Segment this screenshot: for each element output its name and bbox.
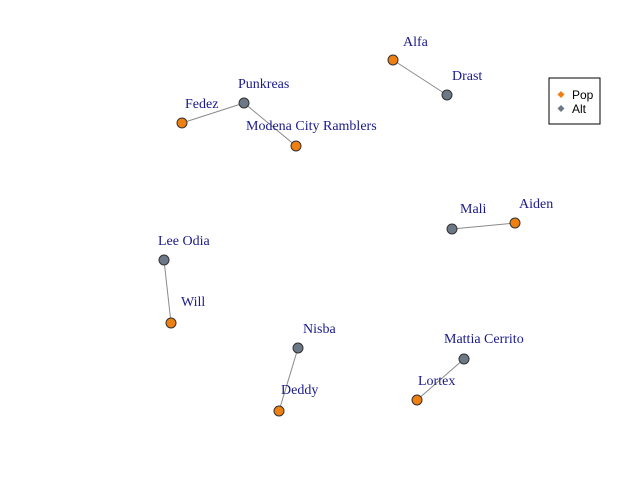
- node-nisba: [292, 342, 304, 354]
- edge-alfa-drast: [392, 59, 448, 96]
- node-lortex: [411, 394, 423, 406]
- legend: Pop Alt: [548, 77, 601, 125]
- node-fedez: [176, 117, 188, 129]
- node-label-deddy: Deddy: [281, 383, 318, 398]
- nodes-layer: [158, 54, 521, 417]
- node-label-aiden: Aiden: [519, 197, 553, 212]
- node-label-fedez: Fedez: [185, 97, 218, 112]
- legend-item-alt: Alt: [557, 102, 587, 116]
- node-label-punkreas: Punkreas: [238, 77, 289, 92]
- legend-item-pop: Pop: [557, 88, 594, 102]
- node-mattia: [458, 353, 470, 365]
- node-label-mattia: Mattia Cerrito: [444, 332, 524, 347]
- edges-layer: [163, 59, 516, 412]
- edge-mali-aiden: [451, 222, 516, 230]
- node-punkreas: [238, 97, 250, 109]
- node-label-nisba: Nisba: [303, 322, 336, 337]
- node-label-alfa: Alfa: [403, 35, 429, 50]
- legend-marker-alt: [557, 105, 565, 112]
- legend-box: [548, 77, 601, 125]
- edge-fedez-punkreas: [181, 102, 245, 124]
- node-label-mali: Mali: [460, 202, 487, 217]
- node-label-leeodia: Lee Odia: [158, 234, 210, 249]
- node-will: [165, 317, 177, 329]
- node-mali: [446, 223, 458, 235]
- node-drast: [441, 89, 453, 101]
- node-aiden: [509, 217, 521, 229]
- edge-nisba-deddy: [278, 347, 299, 412]
- node-label-lortex: Lortex: [418, 374, 455, 389]
- legend-label-alt: Alt: [572, 102, 587, 116]
- edge-leeodia-will: [163, 259, 172, 324]
- edge-punkreas-modena: [243, 102, 297, 147]
- node-label-will: Will: [181, 295, 205, 310]
- edge-mattia-lortex: [416, 358, 465, 401]
- node-modena: [290, 140, 302, 152]
- legend-label-pop: Pop: [572, 88, 594, 102]
- node-label-drast: Drast: [452, 69, 482, 84]
- node-alfa: [387, 54, 399, 66]
- node-leeodia: [158, 254, 170, 266]
- node-label-modena: Modena City Ramblers: [246, 119, 377, 134]
- node-deddy: [273, 405, 285, 417]
- legend-marker-pop: [557, 91, 565, 98]
